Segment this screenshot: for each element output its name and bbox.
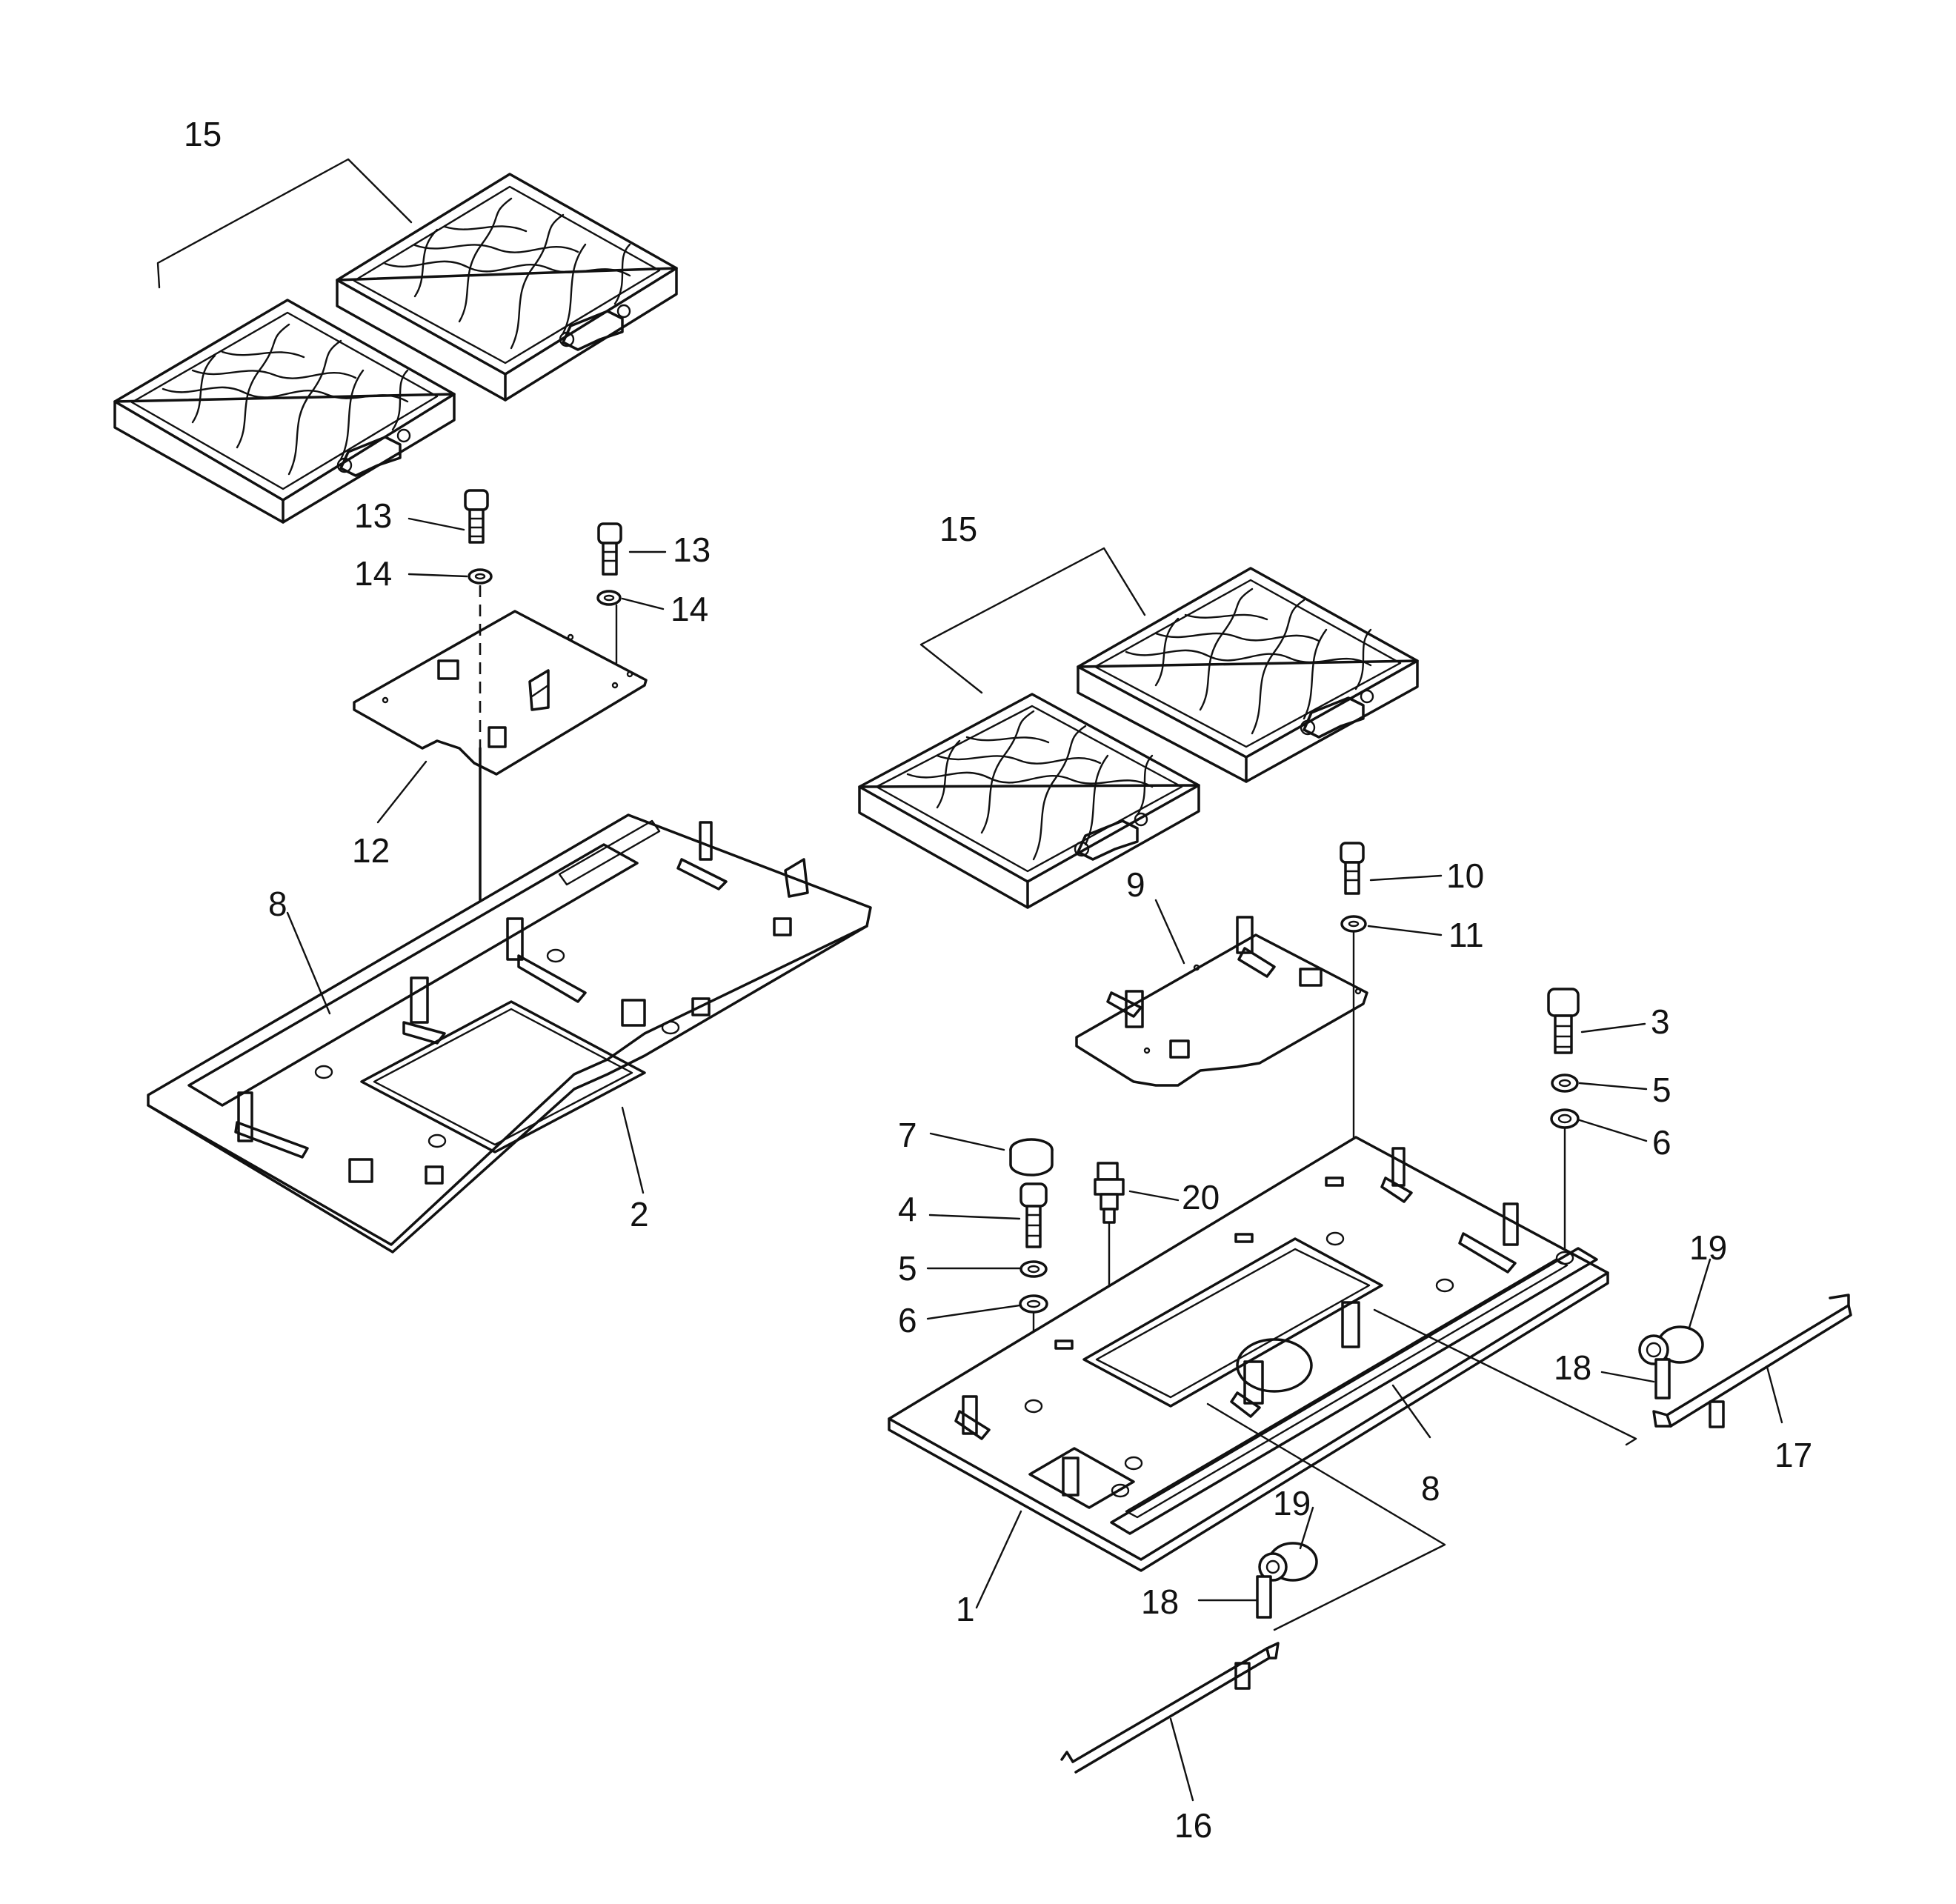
- frame-2: [147, 813, 872, 1254]
- callout-4: 4: [898, 1190, 917, 1228]
- plate-9: [1075, 916, 1368, 1087]
- plate-12: [353, 610, 648, 776]
- filter-15-right-front: [858, 693, 1200, 909]
- washer-5-left: [1019, 1260, 1048, 1278]
- callout-10: 10: [1446, 856, 1484, 895]
- filter-15-right-back: [1077, 567, 1419, 783]
- washer-11: [1340, 915, 1367, 933]
- callout-8-left: 8: [268, 885, 287, 923]
- callout-5-right: 5: [1652, 1071, 1671, 1109]
- bolt-13-left: [464, 489, 489, 544]
- callout-3: 3: [1651, 1002, 1670, 1041]
- callout-17: 17: [1774, 1436, 1812, 1474]
- callout-13-right: 13: [673, 530, 711, 569]
- callout-19-lower: 19: [1273, 1484, 1311, 1522]
- callout-13-left: 13: [354, 496, 392, 535]
- washer-6-right: [1550, 1108, 1580, 1129]
- pin-18-upper: [1638, 1325, 1704, 1399]
- callout-19-upper: 19: [1689, 1228, 1727, 1267]
- callout-18-lower: 18: [1141, 1582, 1179, 1621]
- callout-9: 9: [1126, 865, 1145, 904]
- callout-14-left: 14: [354, 554, 392, 593]
- leader-15-left: [156, 158, 413, 289]
- guide-line-16: [1206, 1402, 1446, 1631]
- callout-15-left: 15: [184, 115, 222, 153]
- callout-11: 11: [1448, 916, 1484, 954]
- callout-6-left: 6: [898, 1301, 917, 1339]
- callout-5-left: 5: [898, 1249, 917, 1288]
- bolt-10: [1340, 842, 1365, 895]
- callout-2: 2: [630, 1195, 649, 1234]
- leader-15-right: [919, 547, 1146, 694]
- callout-8-right: 8: [1421, 1469, 1440, 1508]
- callout-15-right: 15: [939, 510, 977, 548]
- washer-6-left: [1019, 1294, 1048, 1314]
- bolt-4: [1019, 1182, 1048, 1248]
- callout-6-right: 6: [1652, 1123, 1671, 1162]
- washer-14-right: [596, 590, 622, 606]
- callout-labels: 15 13 13 14 14 12 8 2 15 10 11 9 3 5 6 7…: [184, 115, 1812, 1845]
- washer-5-right: [1551, 1074, 1579, 1093]
- washer-14-left: [468, 568, 493, 585]
- callout-1: 1: [956, 1590, 975, 1628]
- callout-20: 20: [1182, 1178, 1220, 1216]
- rod-16: [1060, 1642, 1280, 1774]
- callout-14-right: 14: [671, 590, 708, 628]
- callout-12: 12: [352, 831, 390, 870]
- filter-15-left-front: [113, 299, 456, 524]
- pin-18-lower: [1256, 1542, 1318, 1619]
- callout-18-upper: 18: [1554, 1348, 1591, 1387]
- bolt-3: [1547, 988, 1580, 1054]
- callout-leaders: [286, 517, 1783, 1802]
- cap-7: [1009, 1138, 1054, 1176]
- frame-1: [888, 1136, 1609, 1572]
- guide-line-17: [1373, 1308, 1637, 1446]
- filter-15-left-back: [336, 173, 678, 402]
- callout-7: 7: [898, 1116, 917, 1154]
- rod-17: [1652, 1294, 1852, 1428]
- bolt-13-right: [597, 522, 622, 576]
- latch-20: [1094, 1162, 1125, 1224]
- callout-16: 16: [1174, 1806, 1212, 1845]
